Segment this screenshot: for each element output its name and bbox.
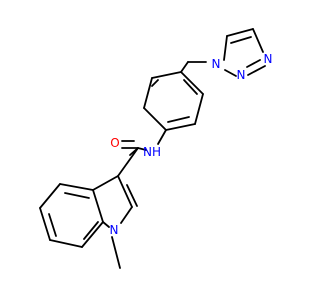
bond [143, 107, 167, 131]
bond [194, 93, 204, 125]
bond [180, 71, 204, 95]
bond [226, 28, 254, 37]
bond [111, 236, 121, 269]
bond [81, 221, 104, 248]
bond [83, 221, 99, 240]
bond [39, 183, 61, 209]
bond [247, 65, 266, 76]
bond [224, 69, 237, 77]
bond [137, 147, 147, 151]
atom-labels: O NH N N N N [110, 52, 273, 237]
bond [230, 36, 252, 44]
bond [143, 77, 153, 109]
atom-triazole-n1: N [212, 57, 221, 71]
bond [117, 175, 133, 208]
atom-triazole-n3: N [237, 68, 246, 82]
bond [59, 183, 94, 191]
molecule-structure: O NH N N N N [39, 28, 273, 269]
bond [151, 71, 182, 79]
bond [151, 79, 159, 87]
bond [165, 123, 196, 131]
bond [48, 213, 57, 237]
bond [92, 175, 119, 191]
bond [167, 116, 190, 123]
atom-oxygen: O [110, 136, 119, 150]
bonds [39, 28, 266, 269]
bond [183, 79, 198, 95]
bond [39, 207, 51, 241]
bond [252, 28, 264, 53]
bond [64, 192, 90, 199]
atom-indole-n: N [110, 223, 119, 237]
bond [92, 189, 104, 223]
atom-nh: NH [143, 145, 161, 159]
bond [120, 206, 133, 224]
bond [117, 147, 139, 177]
bond [126, 184, 138, 207]
bond [157, 129, 167, 145]
bond [223, 35, 228, 61]
atom-triazole-n2: N [264, 52, 273, 66]
bond [129, 147, 139, 156]
bond [246, 59, 261, 68]
bond [102, 221, 110, 228]
bond [49, 239, 83, 248]
bond [180, 61, 189, 73]
